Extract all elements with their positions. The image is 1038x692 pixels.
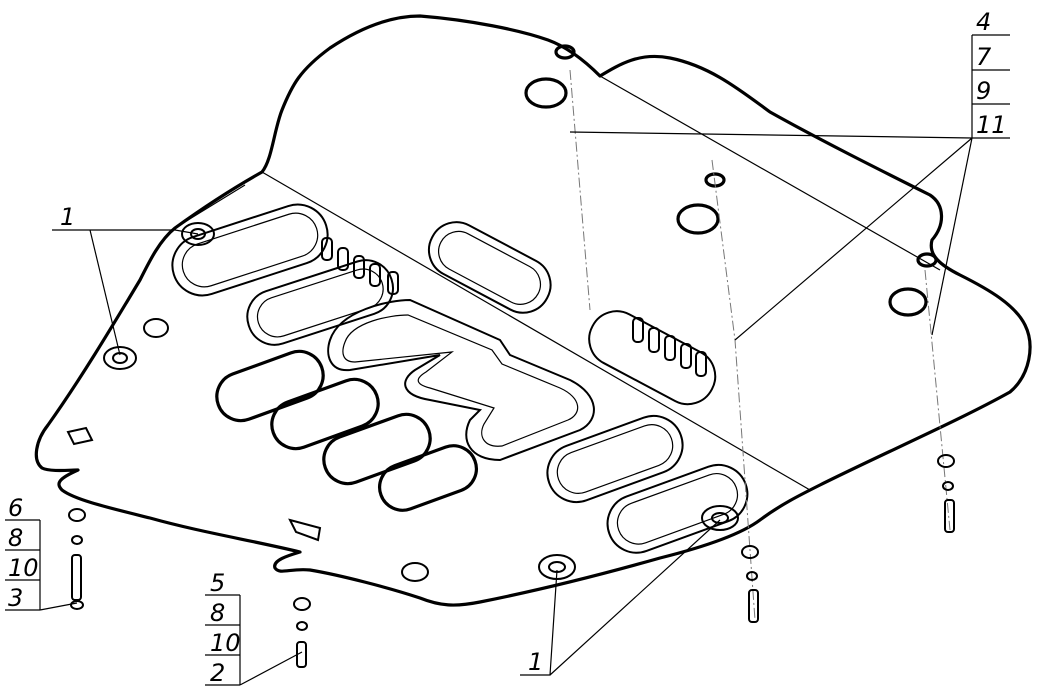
callout-1-left: 1 <box>60 203 75 231</box>
callout-11: 11 <box>976 111 1007 139</box>
callout-3: 3 <box>8 584 23 612</box>
callout-2: 2 <box>210 659 225 687</box>
callout-1-bottom: 1 <box>528 648 543 676</box>
loose-bolts <box>68 454 955 668</box>
callout-8: 8 <box>8 524 23 552</box>
callout-7: 7 <box>976 43 992 71</box>
vent-cutouts <box>143 77 928 582</box>
callout-5: 5 <box>210 569 225 597</box>
callout-9: 9 <box>976 77 991 105</box>
callout-6: 6 <box>8 494 23 522</box>
bend-line <box>599 75 941 271</box>
bend-line <box>261 171 811 491</box>
bend-line <box>174 184 246 229</box>
louvres <box>321 237 707 377</box>
callout-10: 10 <box>8 554 39 582</box>
centerlines <box>569 69 951 621</box>
fastener-bosses <box>66 44 938 580</box>
callout-10b: 10 <box>210 629 241 657</box>
callout-4: 4 <box>976 8 991 36</box>
plate-outline <box>34 14 1032 607</box>
raised-slots <box>171 203 749 554</box>
leader-lines <box>5 34 1010 686</box>
callout-8b: 8 <box>210 599 225 627</box>
